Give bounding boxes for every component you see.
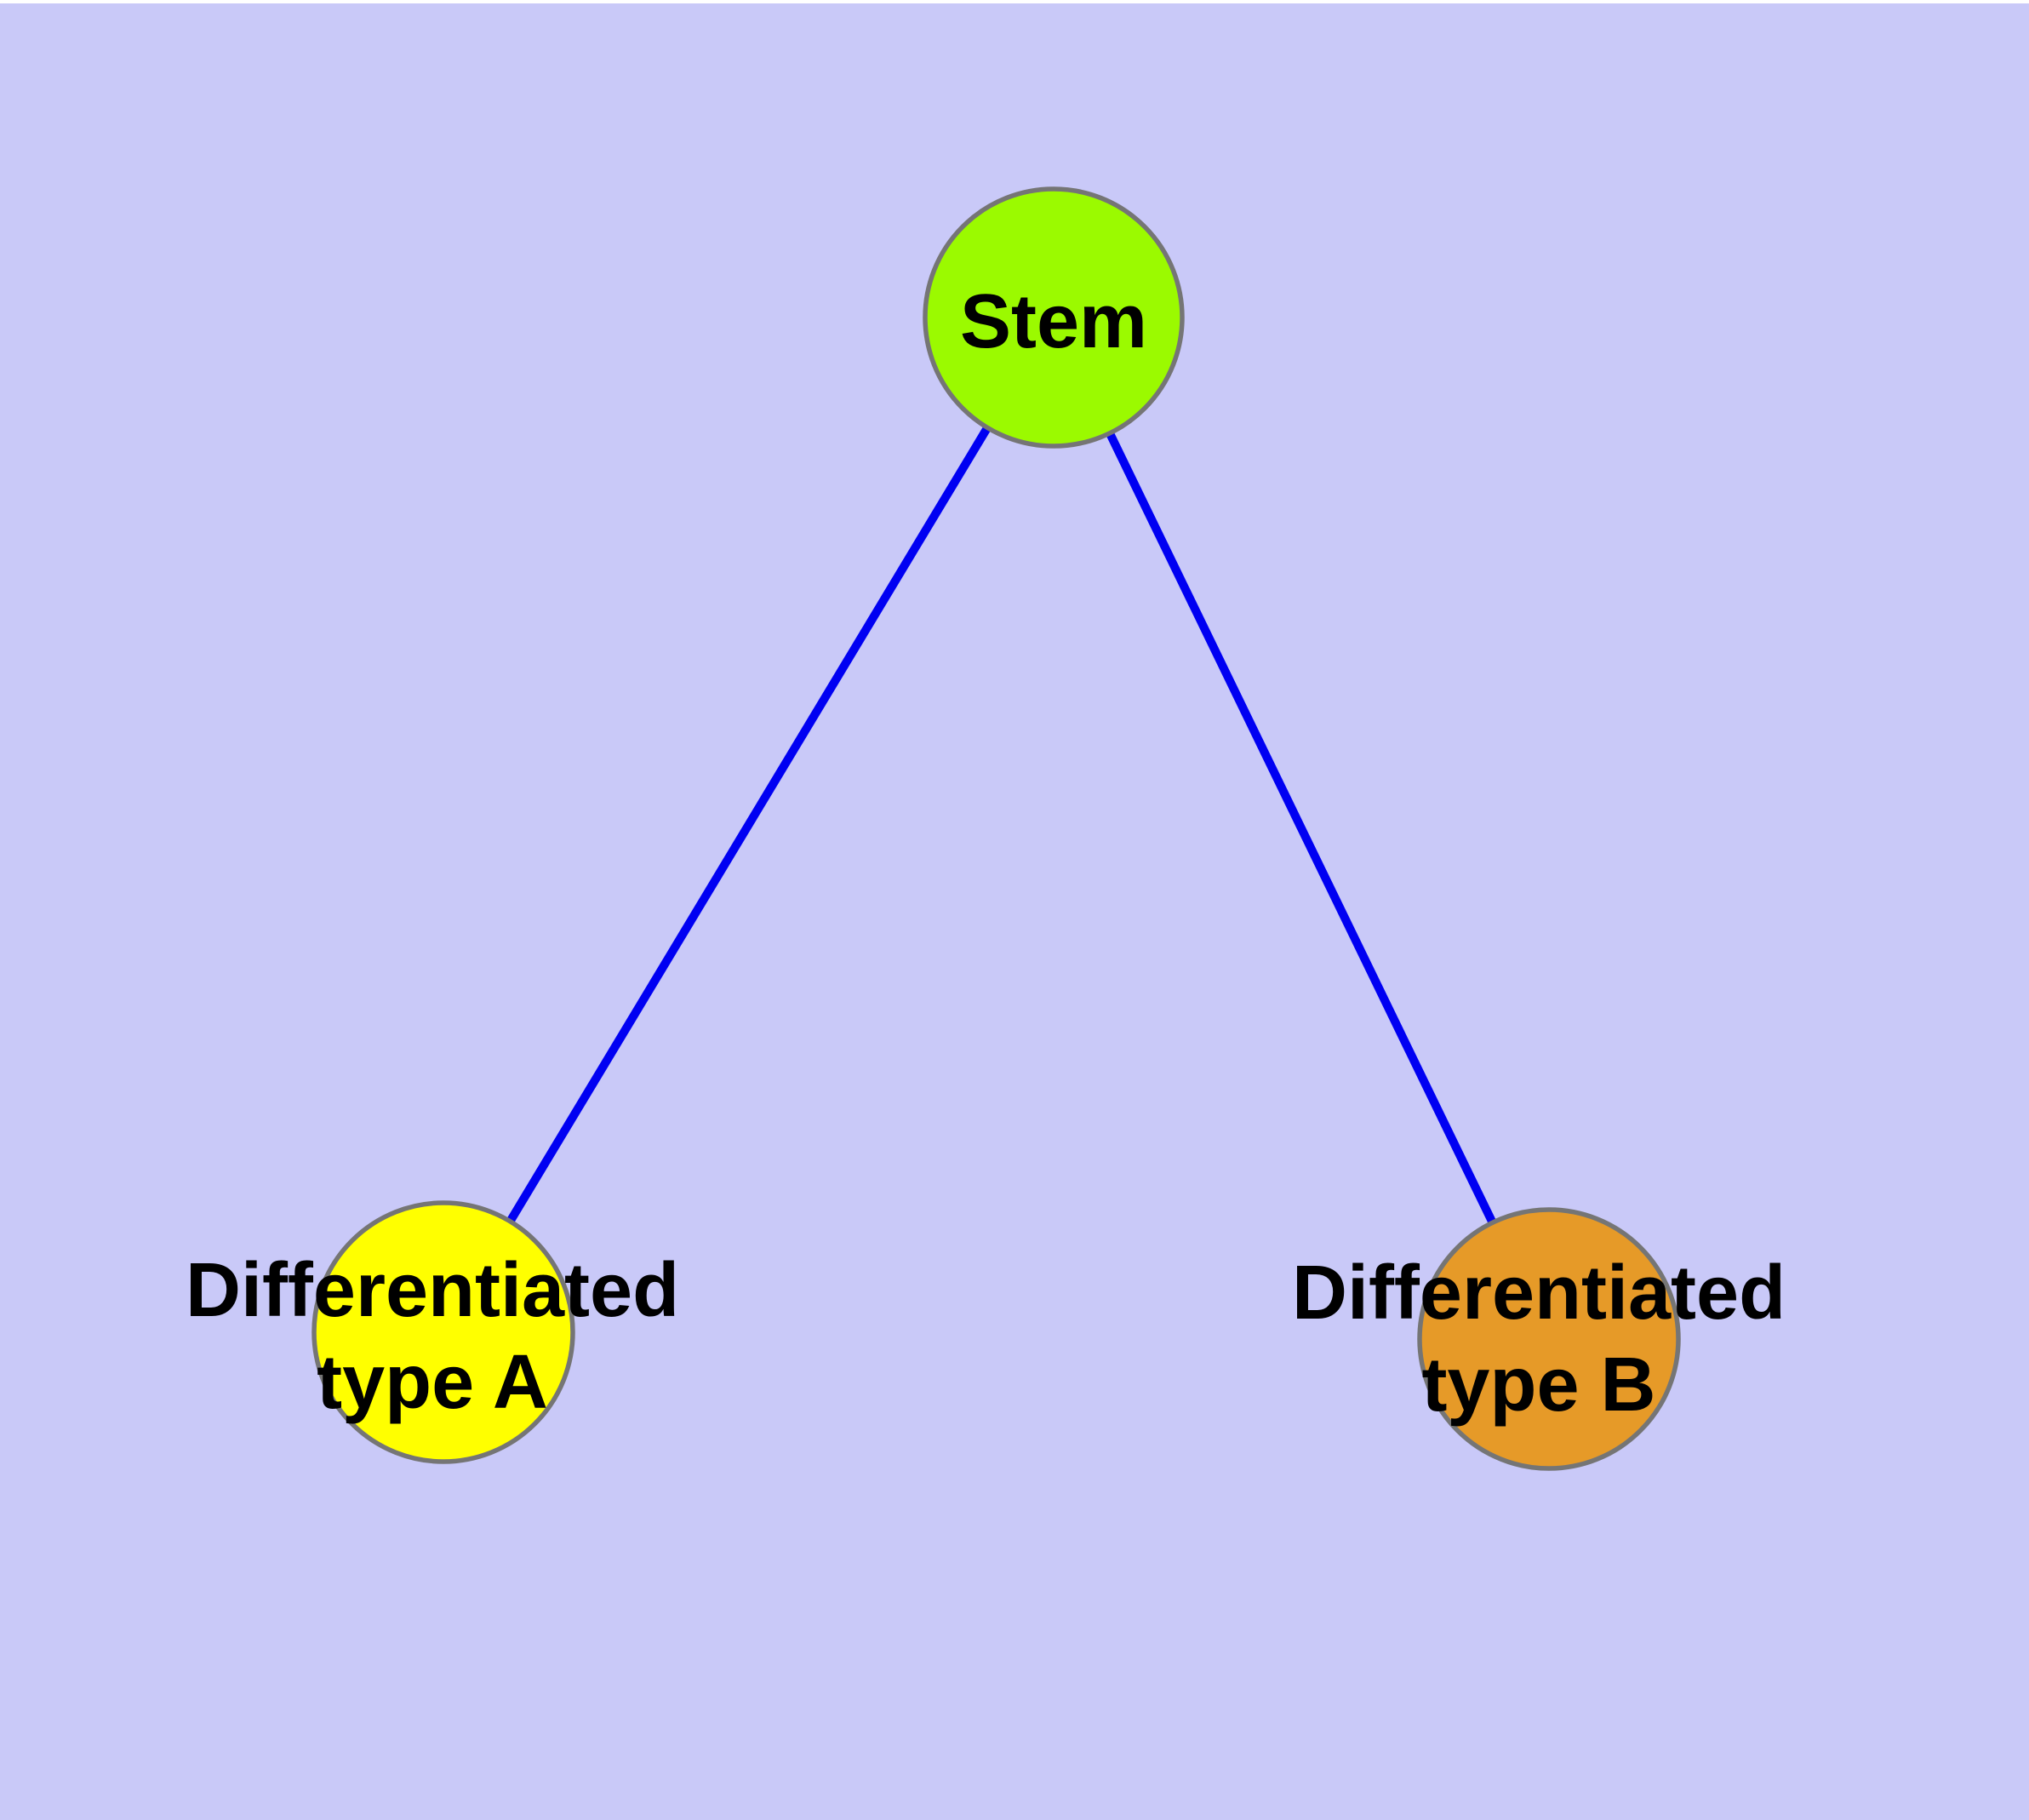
node-type-b-label: Differentiated type B xyxy=(1292,1247,1786,1431)
node-stem-circle xyxy=(923,186,1185,449)
node-type-a-label-line-1: Differentiated xyxy=(185,1248,680,1333)
node-stem-label-line-1: Stem xyxy=(959,279,1148,364)
top-margin xyxy=(0,0,2029,3)
edge-stem-to-type-b-line xyxy=(1049,315,1553,1342)
node-stem-label: Stem xyxy=(960,276,1147,368)
edge-stem-to-type-a-line xyxy=(439,315,1058,1335)
node-type-a-label: Differentiated type A xyxy=(186,1245,679,1428)
node-type-b-circle xyxy=(1417,1207,1681,1471)
node-type-a-label-line-2: type A xyxy=(317,1340,548,1425)
node-type-b-label-line-1: Differentiated xyxy=(1291,1251,1786,1336)
node-type-a-circle xyxy=(311,1200,575,1464)
node-type-b-label-line-2: type B xyxy=(1421,1342,1656,1428)
